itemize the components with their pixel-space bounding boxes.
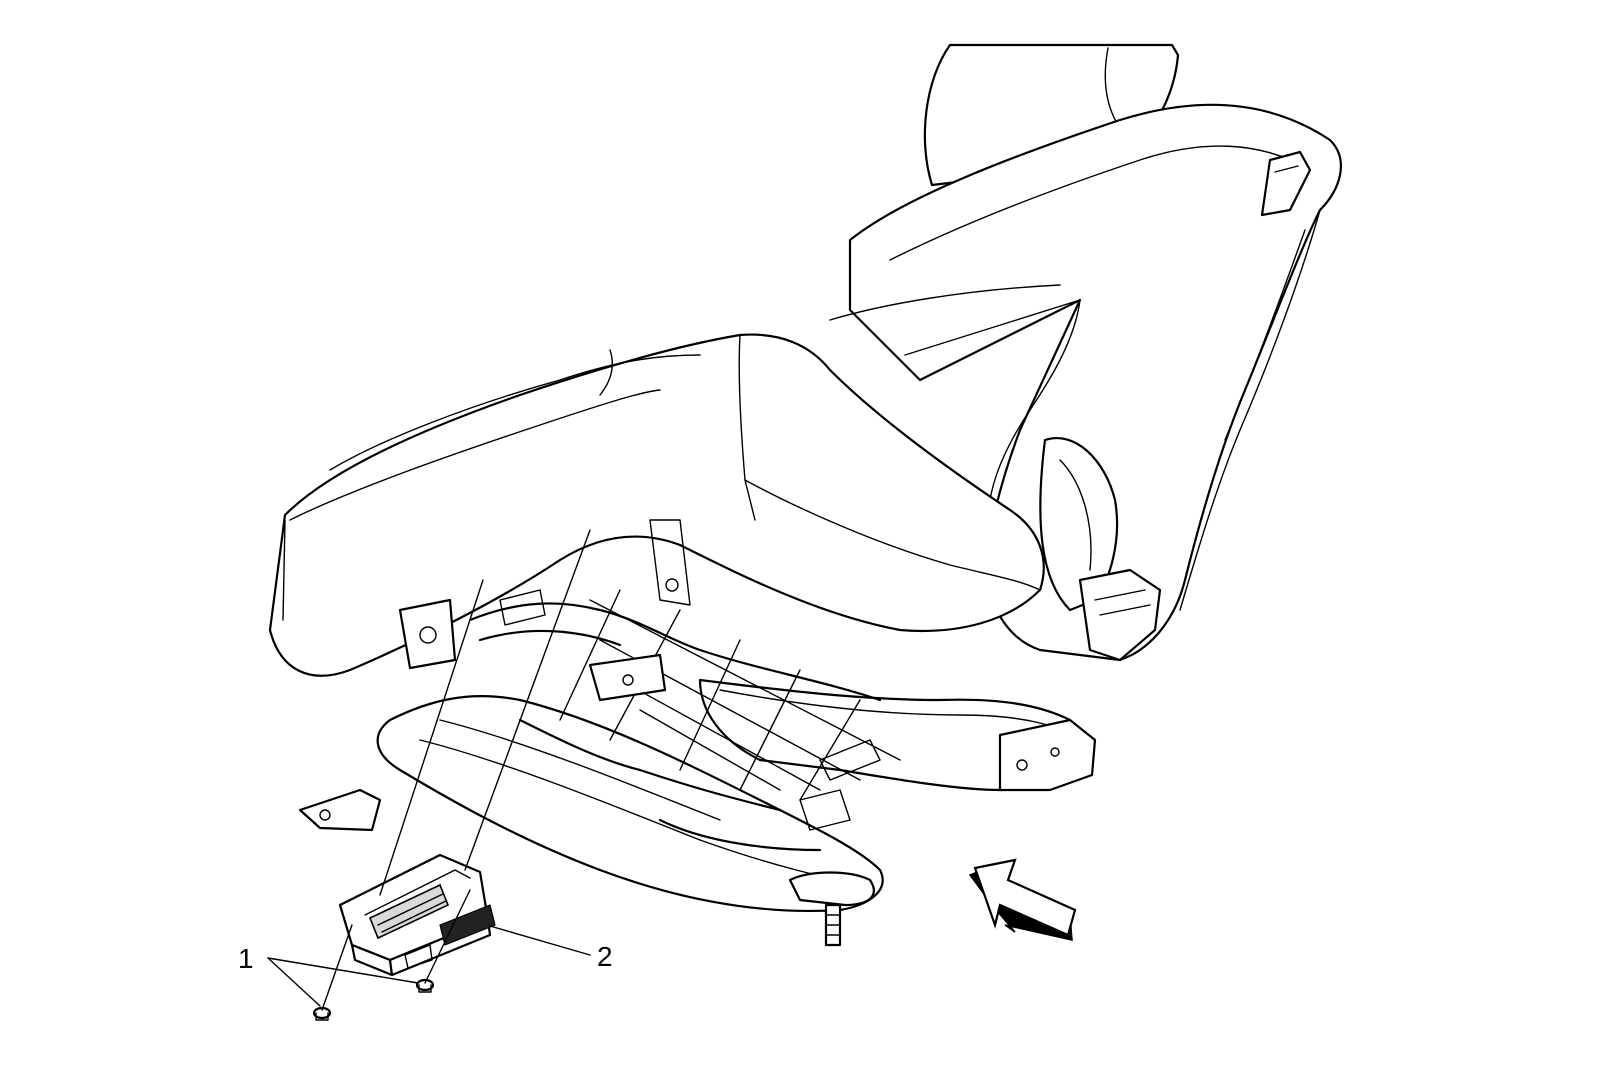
installation-lines: [321, 529, 591, 1011]
seat-frame: [298, 519, 1162, 947]
leader-lines: [267, 925, 591, 1007]
seat-module: [312, 853, 496, 1021]
fastener: [415, 978, 435, 993]
callout-1: 1: [238, 943, 254, 974]
seat-cushion: [268, 333, 1045, 677]
callout-2: 2: [597, 941, 613, 972]
view-direction-arrow-icon: [968, 858, 1077, 941]
